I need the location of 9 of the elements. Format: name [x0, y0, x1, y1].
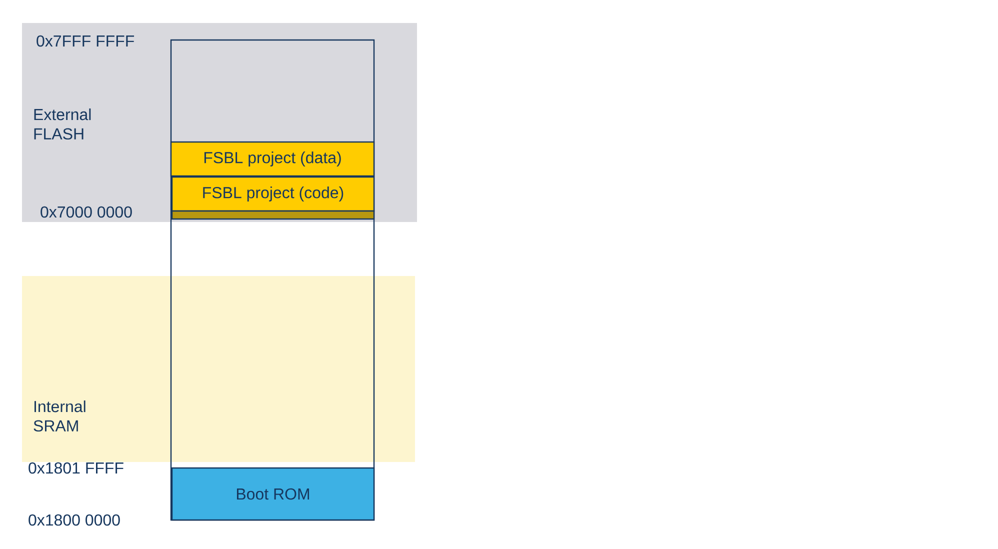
- address-label: 0x1800 0000: [28, 514, 120, 526]
- memory-block: FSBL project (code): [171, 176, 375, 212]
- region-band: Internal SRAM: [22, 276, 415, 462]
- memory-bar: [171, 210, 375, 220]
- memory-block: FSBL project (data): [170, 141, 375, 177]
- memory-block: Boot ROM: [171, 467, 375, 521]
- address-label: 0x7000 0000: [40, 206, 132, 218]
- address-label: 0x1801 FFFF: [28, 462, 124, 474]
- address-label: 0x7FFF FFFF: [36, 35, 134, 47]
